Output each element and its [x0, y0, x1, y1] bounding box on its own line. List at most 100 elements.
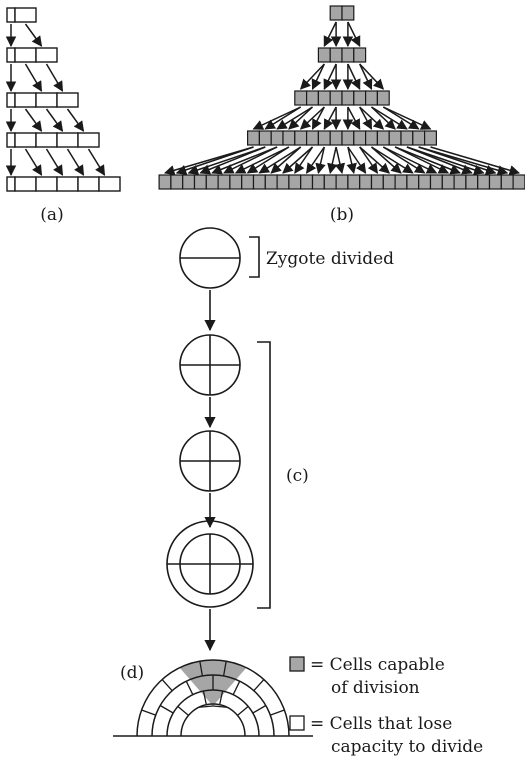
panel-b-dividing-cell [359, 174, 373, 190]
panel-b-arrow [223, 146, 278, 174]
dome-cell-wall [252, 704, 267, 714]
panel-b-arrow [282, 146, 313, 174]
panel-b-dividing-cell [353, 90, 367, 106]
panel-b-arrow [311, 63, 325, 90]
panel-a-arrow [45, 148, 64, 176]
panel-b-dividing-cell [453, 174, 467, 190]
panel-b-dividing-cell [193, 174, 207, 190]
panel-b-arrow [258, 146, 302, 174]
panel-a-cell [14, 47, 37, 63]
panel-b-arrow [406, 146, 485, 175]
legend-capable-line1: = Cells capable [310, 655, 445, 675]
panel-a-dividing-cell [6, 176, 16, 192]
panel-b-dividing-cell [329, 5, 343, 21]
legend-dividing-swatch [289, 656, 305, 672]
panel-b-dividing-cell [288, 174, 302, 190]
panel-b-arrow [199, 146, 266, 175]
panel-b-dividing-cell [329, 130, 343, 146]
dome-cell-wall [270, 709, 285, 716]
dome-cell-wall [232, 680, 241, 695]
legend-lose-line2: capacity to divide [331, 737, 483, 757]
panel-b-dividing-cell [418, 174, 432, 190]
panel-b-arrow [294, 146, 314, 174]
panel-b-dividing-cell [252, 174, 266, 190]
panel-b-dividing-cell [294, 90, 308, 106]
panel-c-bracket [257, 341, 271, 609]
dome-cell-wall [161, 679, 173, 692]
dome-cell-wall [199, 661, 204, 677]
dome-cell-wall [222, 661, 227, 677]
panel-b-arrow [299, 63, 325, 90]
panel-b-dividing-cell [282, 130, 296, 146]
panel-b-dividing-cell [376, 90, 390, 106]
panel-b-dividing-cell [429, 174, 443, 190]
panel-b-dividing-cell [311, 174, 325, 190]
panel-a-arrow [24, 108, 43, 132]
panel-b-arrow [370, 106, 396, 130]
panel-b-dividing-cell [394, 174, 408, 190]
panel-b-dividing-cell [205, 174, 219, 190]
panel-b-arrow [382, 106, 432, 130]
panel-b-dividing-cell [264, 174, 278, 190]
panel-b-arrow [311, 106, 325, 130]
panel-b-dividing-cell [317, 130, 331, 146]
panel-a-cell [56, 132, 79, 148]
panel-b-dividing-cell [424, 130, 438, 146]
dome-cell-wall [202, 690, 207, 705]
panel-b-arrow [334, 146, 346, 175]
legend-nondividing-swatch [289, 715, 305, 731]
dome-ring [136, 659, 290, 737]
panel-b-dividing-cell [341, 90, 355, 106]
panel-b-dividing-cell [294, 130, 308, 146]
panel-b-dividing-cell [270, 130, 284, 146]
panel-a-arrow [24, 63, 43, 92]
panel-b-arrow [359, 106, 373, 130]
panel-b-dividing-cell [229, 174, 243, 190]
dome-cell-wall [159, 704, 174, 714]
panel-a-arrow [24, 23, 43, 47]
panel-b-dividing-cell [406, 174, 420, 190]
panel-b-arrow [418, 146, 509, 176]
panel-b-dividing-cell [382, 174, 396, 190]
panel-a-cell [14, 92, 37, 108]
panel-a-arrow [45, 108, 64, 132]
panel-b-dividing-cell [247, 130, 261, 146]
panel-b-dividing-cell [488, 174, 502, 190]
panel-a-cell [35, 132, 58, 148]
panel-b-arrow [346, 146, 357, 175]
dome-cell-wall [237, 705, 249, 716]
panel-b-arrow [371, 146, 414, 174]
panel-b-arrow [359, 63, 385, 90]
dome-cell-wall [185, 680, 194, 695]
panel-a-dividing-cell [6, 132, 16, 148]
panel-b-dividing-cell [441, 174, 455, 190]
panel-b-dividing-cell [329, 47, 343, 63]
panel-c-diagram [166, 227, 271, 652]
panel-b-arrow [359, 146, 379, 174]
panel-b-dividing-cell [323, 174, 337, 190]
panel-b-dividing-cell [400, 130, 414, 146]
panel-b-arrow [288, 106, 314, 130]
panel-b-arrow [246, 146, 290, 174]
panel-b-dividing-cell [353, 130, 367, 146]
panel-b-dividing-cell [412, 130, 426, 146]
panel-b-dividing-cell [353, 47, 367, 63]
panel-a-cell [14, 132, 37, 148]
panel-b-arrow [359, 146, 390, 174]
panel-b-arrow [252, 106, 302, 130]
panel-a-arrow [66, 108, 85, 132]
panel-b-dividing-cell [300, 174, 314, 190]
panel-b-arrow [394, 146, 461, 175]
panel-b-arrow [323, 63, 337, 90]
panel-a-cell [35, 47, 58, 63]
dome-ring [180, 703, 246, 737]
panel-a-dividing-cell [6, 92, 16, 108]
panel-b-arrow [347, 106, 361, 130]
panel-a-cell [98, 176, 121, 192]
panel-b-dividing-cell [258, 130, 272, 146]
panel-b-arrow [299, 106, 325, 130]
dome-cell-wall [198, 705, 214, 708]
panel-b-arrow [371, 106, 408, 130]
panel-b-label: (b) [330, 205, 354, 225]
